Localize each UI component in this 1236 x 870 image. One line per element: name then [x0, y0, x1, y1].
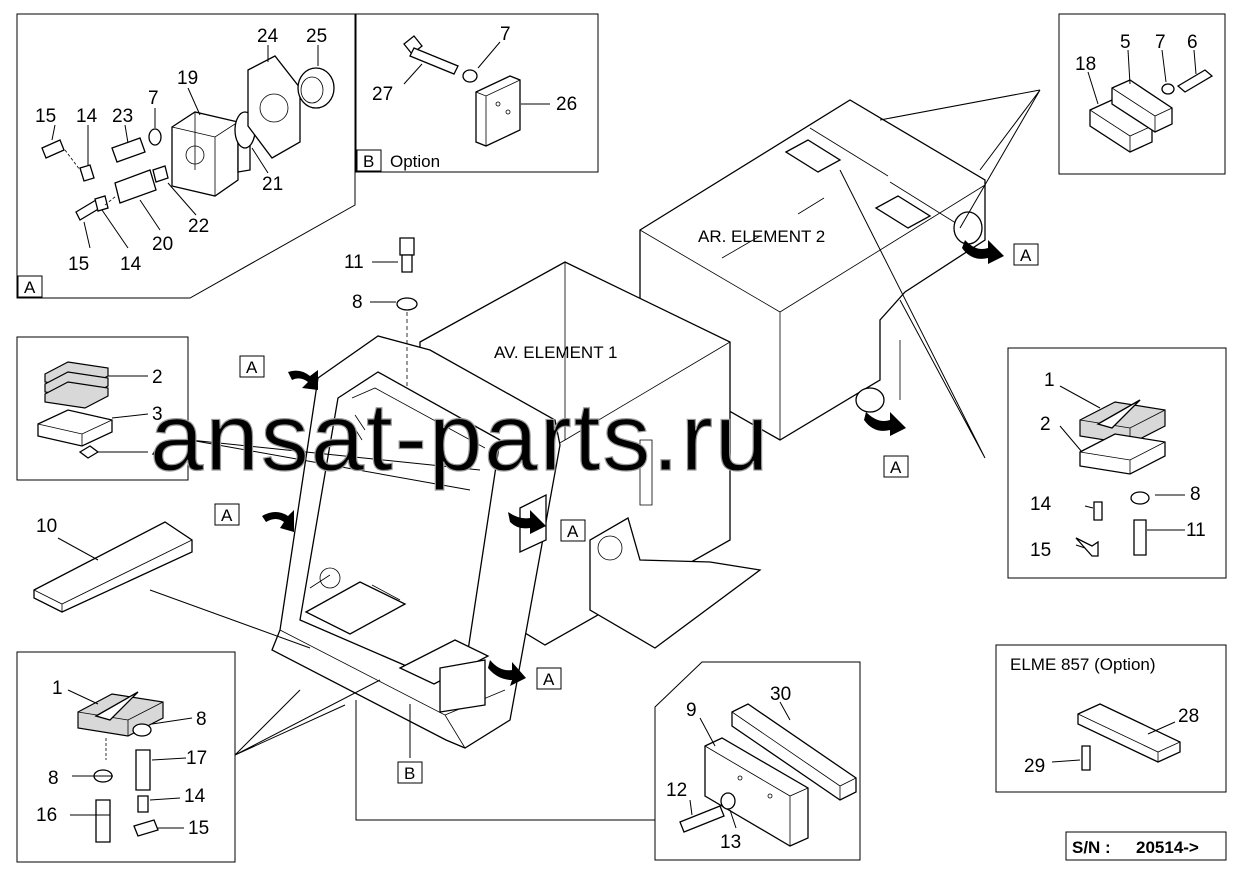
option-label: Option [390, 152, 440, 171]
svg-text:11: 11 [344, 252, 364, 273]
svg-text:14: 14 [1030, 494, 1052, 515]
elme-option-title: ELME 857 (Option) [1010, 655, 1156, 674]
svg-text:9: 9 [686, 700, 697, 721]
svg-text:A: A [1020, 246, 1032, 265]
svg-text:17: 17 [186, 748, 207, 769]
view-b-tag: B [363, 152, 374, 171]
svg-text:15: 15 [1030, 540, 1051, 561]
svg-text:15: 15 [188, 818, 209, 839]
svg-text:10: 10 [36, 516, 57, 537]
detail-box-elme-option: ELME 857 (Option) 28 29 [995, 644, 1227, 793]
svg-text:14: 14 [76, 106, 98, 127]
svg-text:2: 2 [152, 367, 163, 388]
view-a-tag: A [24, 278, 36, 297]
svg-text:18: 18 [1075, 54, 1096, 75]
svg-text:A: A [890, 458, 902, 477]
svg-text:14: 14 [184, 786, 206, 807]
svg-text:2: 2 [1040, 414, 1051, 435]
svg-text:1: 1 [52, 678, 63, 699]
svg-text:15: 15 [68, 254, 89, 275]
svg-text:22: 22 [188, 216, 209, 237]
svg-text:7: 7 [500, 24, 511, 45]
svg-text:14: 14 [120, 254, 142, 275]
svg-text:8: 8 [48, 768, 59, 789]
svg-text:16: 16 [36, 805, 57, 826]
svg-text:23: 23 [112, 106, 133, 127]
detail-box-wedge-right: 1 2 8 11 14 15 [1007, 347, 1227, 579]
svg-text:24: 24 [257, 26, 279, 47]
sn-value: 20514-> [1136, 838, 1199, 857]
svg-text:15: 15 [35, 106, 56, 127]
detail-box-plates-rear: 18 5 7 6 [1058, 13, 1226, 175]
svg-text:11: 11 [1186, 520, 1206, 541]
svg-text:4: 4 [152, 442, 163, 463]
detail-box-a: A 15 14 23 7 19 24 25 21 22 20 [16, 13, 356, 299]
svg-text:28: 28 [1178, 706, 1199, 727]
main-frame: AR. ELEMENT 2 AV. ELEMENT 1 11 8 10 [33, 89, 1041, 821]
svg-text:8: 8 [352, 292, 363, 313]
detail-box-bars: 30 9 12 13 [654, 661, 861, 861]
svg-text:B: B [404, 764, 415, 783]
svg-text:A: A [567, 522, 579, 541]
svg-text:6: 6 [1187, 32, 1198, 53]
svg-text:30: 30 [770, 684, 791, 705]
svg-text:8: 8 [1190, 484, 1201, 505]
svg-text:A: A [543, 670, 555, 689]
svg-text:3: 3 [152, 404, 163, 425]
rear-element-label: AR. ELEMENT 2 [698, 227, 825, 246]
serial-number-box: S/N : 20514-> [1065, 831, 1227, 861]
svg-text:12: 12 [666, 780, 687, 801]
svg-text:8: 8 [196, 709, 207, 730]
svg-text:26: 26 [556, 94, 577, 115]
svg-text:13: 13 [720, 832, 741, 853]
detail-box-plates-front: 2 3 4 [16, 336, 189, 481]
svg-text:20: 20 [152, 234, 173, 255]
detail-box-b: B Option 27 7 26 [355, 13, 599, 173]
svg-text:A: A [246, 358, 258, 377]
svg-text:29: 29 [1024, 756, 1045, 777]
svg-text:5: 5 [1120, 32, 1131, 53]
sn-label: S/N : [1072, 838, 1111, 857]
svg-text:25: 25 [306, 26, 327, 47]
watermark: ansat-parts.ru [150, 384, 770, 491]
svg-text:27: 27 [372, 84, 393, 105]
svg-text:7: 7 [1155, 32, 1166, 53]
front-element-label: AV. ELEMENT 1 [494, 343, 617, 362]
svg-text:19: 19 [177, 68, 198, 89]
svg-text:A: A [221, 506, 233, 525]
svg-text:7: 7 [148, 88, 159, 109]
detail-box-wedge-left: 1 8 17 8 14 16 15 [16, 651, 236, 863]
svg-text:21: 21 [262, 174, 283, 195]
svg-text:1: 1 [1044, 370, 1055, 391]
